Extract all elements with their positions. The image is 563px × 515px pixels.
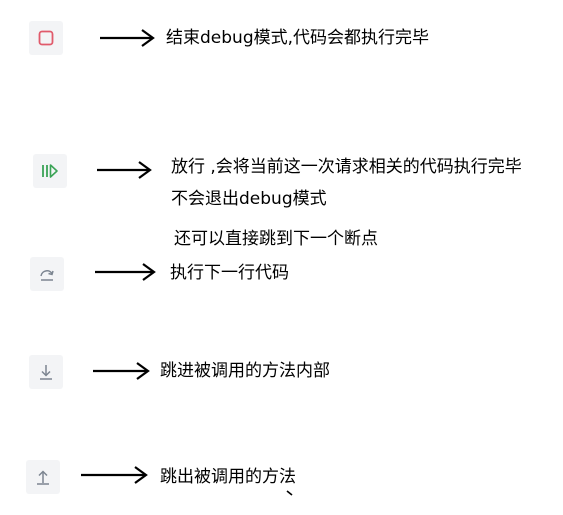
step-out-button[interactable]: [26, 460, 60, 494]
step-over-button[interactable]: [30, 257, 64, 291]
stop-icon: [38, 30, 54, 46]
pointer-arrow: [79, 465, 149, 485]
resume-program-button[interactable]: [33, 154, 67, 188]
step-out-description: 跳出被调用的方法: [160, 467, 296, 487]
stray-mark: [286, 490, 293, 496]
step-out-icon: [37, 470, 49, 485]
stop-description: 结束debug模式,代码会都执行完毕: [166, 28, 430, 48]
step-over-icon: [40, 270, 54, 281]
resume-description-line-3: 还可以直接跳到下一个断点: [174, 229, 378, 249]
resume-icon: [42, 164, 58, 178]
pointer-arrow: [93, 262, 157, 282]
step-into-description: 跳进被调用的方法内部: [160, 361, 330, 381]
step-into-button[interactable]: [29, 355, 63, 389]
pointer-arrow: [98, 28, 156, 48]
step-over-description: 执行下一行代码: [170, 263, 289, 283]
resume-description-line-2: 不会退出debug模式: [171, 189, 327, 209]
pointer-arrow: [91, 361, 151, 381]
pointer-arrow: [95, 160, 153, 180]
stop-debug-button[interactable]: [29, 21, 63, 55]
step-into-icon: [40, 365, 52, 380]
resume-description-line-1: 放行 ,会将当前这一次请求相关的代码执行完毕: [171, 157, 522, 177]
